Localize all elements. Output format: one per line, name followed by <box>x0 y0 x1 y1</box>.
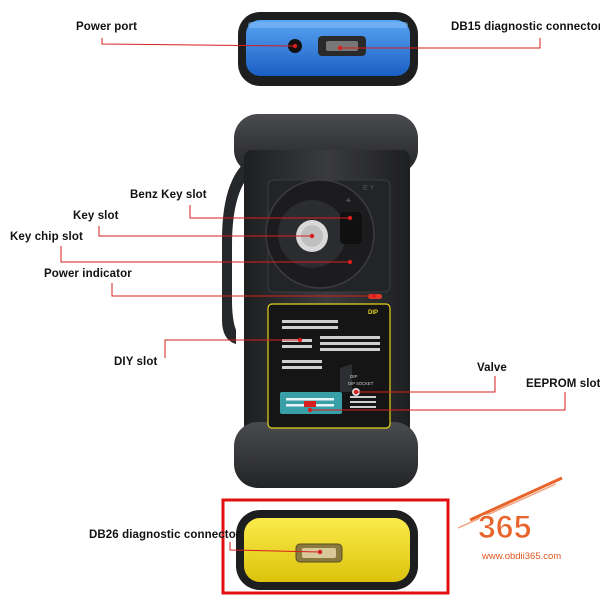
eeprom-socket <box>280 392 342 414</box>
dip-socket-text: DIP SOCKET <box>348 381 374 386</box>
label-key-slot: Key slot <box>73 210 119 222</box>
callout-key-slot <box>98 226 312 237</box>
dip-header-text: DIP <box>368 310 378 316</box>
callout-eeprom <box>310 392 566 411</box>
top-connector-end <box>238 12 418 86</box>
label-diy-slot: DIY slot <box>114 356 158 368</box>
db26-highlight-box <box>221 498 450 595</box>
label-db15: DB15 diagnostic connector <box>451 21 600 33</box>
label-valve: Valve <box>477 362 507 374</box>
svg-text:E Y: E Y <box>363 185 374 192</box>
watermark-number: 365 <box>478 509 531 545</box>
callout-key-chip-slot <box>60 246 350 263</box>
callout-db15 <box>340 38 541 49</box>
label-db26: DB26 diagnostic connector <box>89 529 241 541</box>
bottom-connector-end <box>236 510 418 590</box>
callout-valve <box>356 376 496 393</box>
label-eeprom-slot: EEPROM slot <box>526 378 600 390</box>
watermark-logo: 365 <box>457 476 563 546</box>
callout-dots <box>292 43 377 555</box>
label-power-indicator: Power indicator <box>44 268 132 280</box>
label-key-chip-slot: Key chip slot <box>10 231 83 243</box>
callout-diy-slot <box>164 339 300 358</box>
callout-lines <box>60 38 566 553</box>
device-body: ⚹ E Y DIP DIP DIP SOCKET <box>222 114 418 488</box>
watermark-url: www.obdii365.com <box>482 551 562 562</box>
callout-db26 <box>229 542 321 553</box>
svg-text:⚹: ⚹ <box>346 195 351 204</box>
callout-power-indicator <box>111 283 374 297</box>
callout-power-port <box>101 38 296 47</box>
label-benz-key-slot: Benz Key slot <box>130 189 207 201</box>
callout-benz-key-slot <box>189 205 350 219</box>
benz-key-slot-opening <box>340 212 362 244</box>
svg-text:DIP: DIP <box>350 374 358 379</box>
label-power-port: Power port <box>76 21 138 33</box>
